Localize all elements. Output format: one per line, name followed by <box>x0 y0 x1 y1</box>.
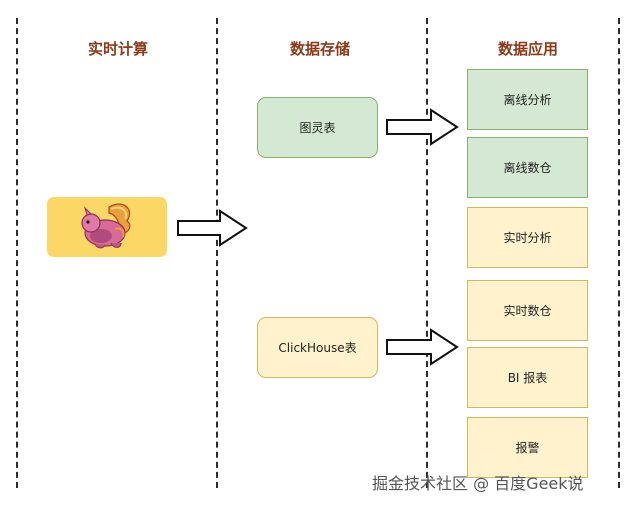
column-title-data-application: 数据应用 <box>497 40 558 58</box>
application-label: BI 报表 <box>507 371 548 385</box>
application-label: 离线数仓 <box>503 161 552 175</box>
application-offline-analysis: 离线分析 <box>467 69 588 130</box>
application-label: 报警 <box>515 441 540 455</box>
storage-table-clickhouse: ClickHouse表 <box>257 317 378 378</box>
storage-table-label: 图灵表 <box>299 121 336 135</box>
application-label: 实时数仓 <box>503 304 552 318</box>
divider-left <box>16 18 18 488</box>
application-bi-report: BI 报表 <box>467 347 588 408</box>
column-title-data-storage: 数据存储 <box>289 40 350 58</box>
divider-compute-storage <box>216 18 218 488</box>
storage-table-label: ClickHouse表 <box>278 341 357 355</box>
application-label: 实时分析 <box>503 231 552 245</box>
application-realtime-warehouse: 实时数仓 <box>467 280 588 341</box>
watermark: 掘金技术社区 @ 百度Geek说 <box>372 474 584 493</box>
application-alert: 报警 <box>467 417 588 478</box>
storage-table-turing: 图灵表 <box>257 97 378 158</box>
divider-storage-application <box>426 18 428 488</box>
divider-right <box>618 18 620 488</box>
application-realtime-analysis: 实时分析 <box>467 207 588 268</box>
arrow-clickhouse-to-application <box>386 328 459 366</box>
arrow-compute-to-storage <box>177 209 248 247</box>
flink-logo-box <box>47 197 167 257</box>
application-offline-warehouse: 离线数仓 <box>467 137 588 198</box>
column-title-realtime-compute: 实时计算 <box>87 40 148 58</box>
arrow-turing-to-application <box>386 108 459 146</box>
flink-squirrel-icon <box>81 203 131 249</box>
application-label: 离线分析 <box>503 93 552 107</box>
